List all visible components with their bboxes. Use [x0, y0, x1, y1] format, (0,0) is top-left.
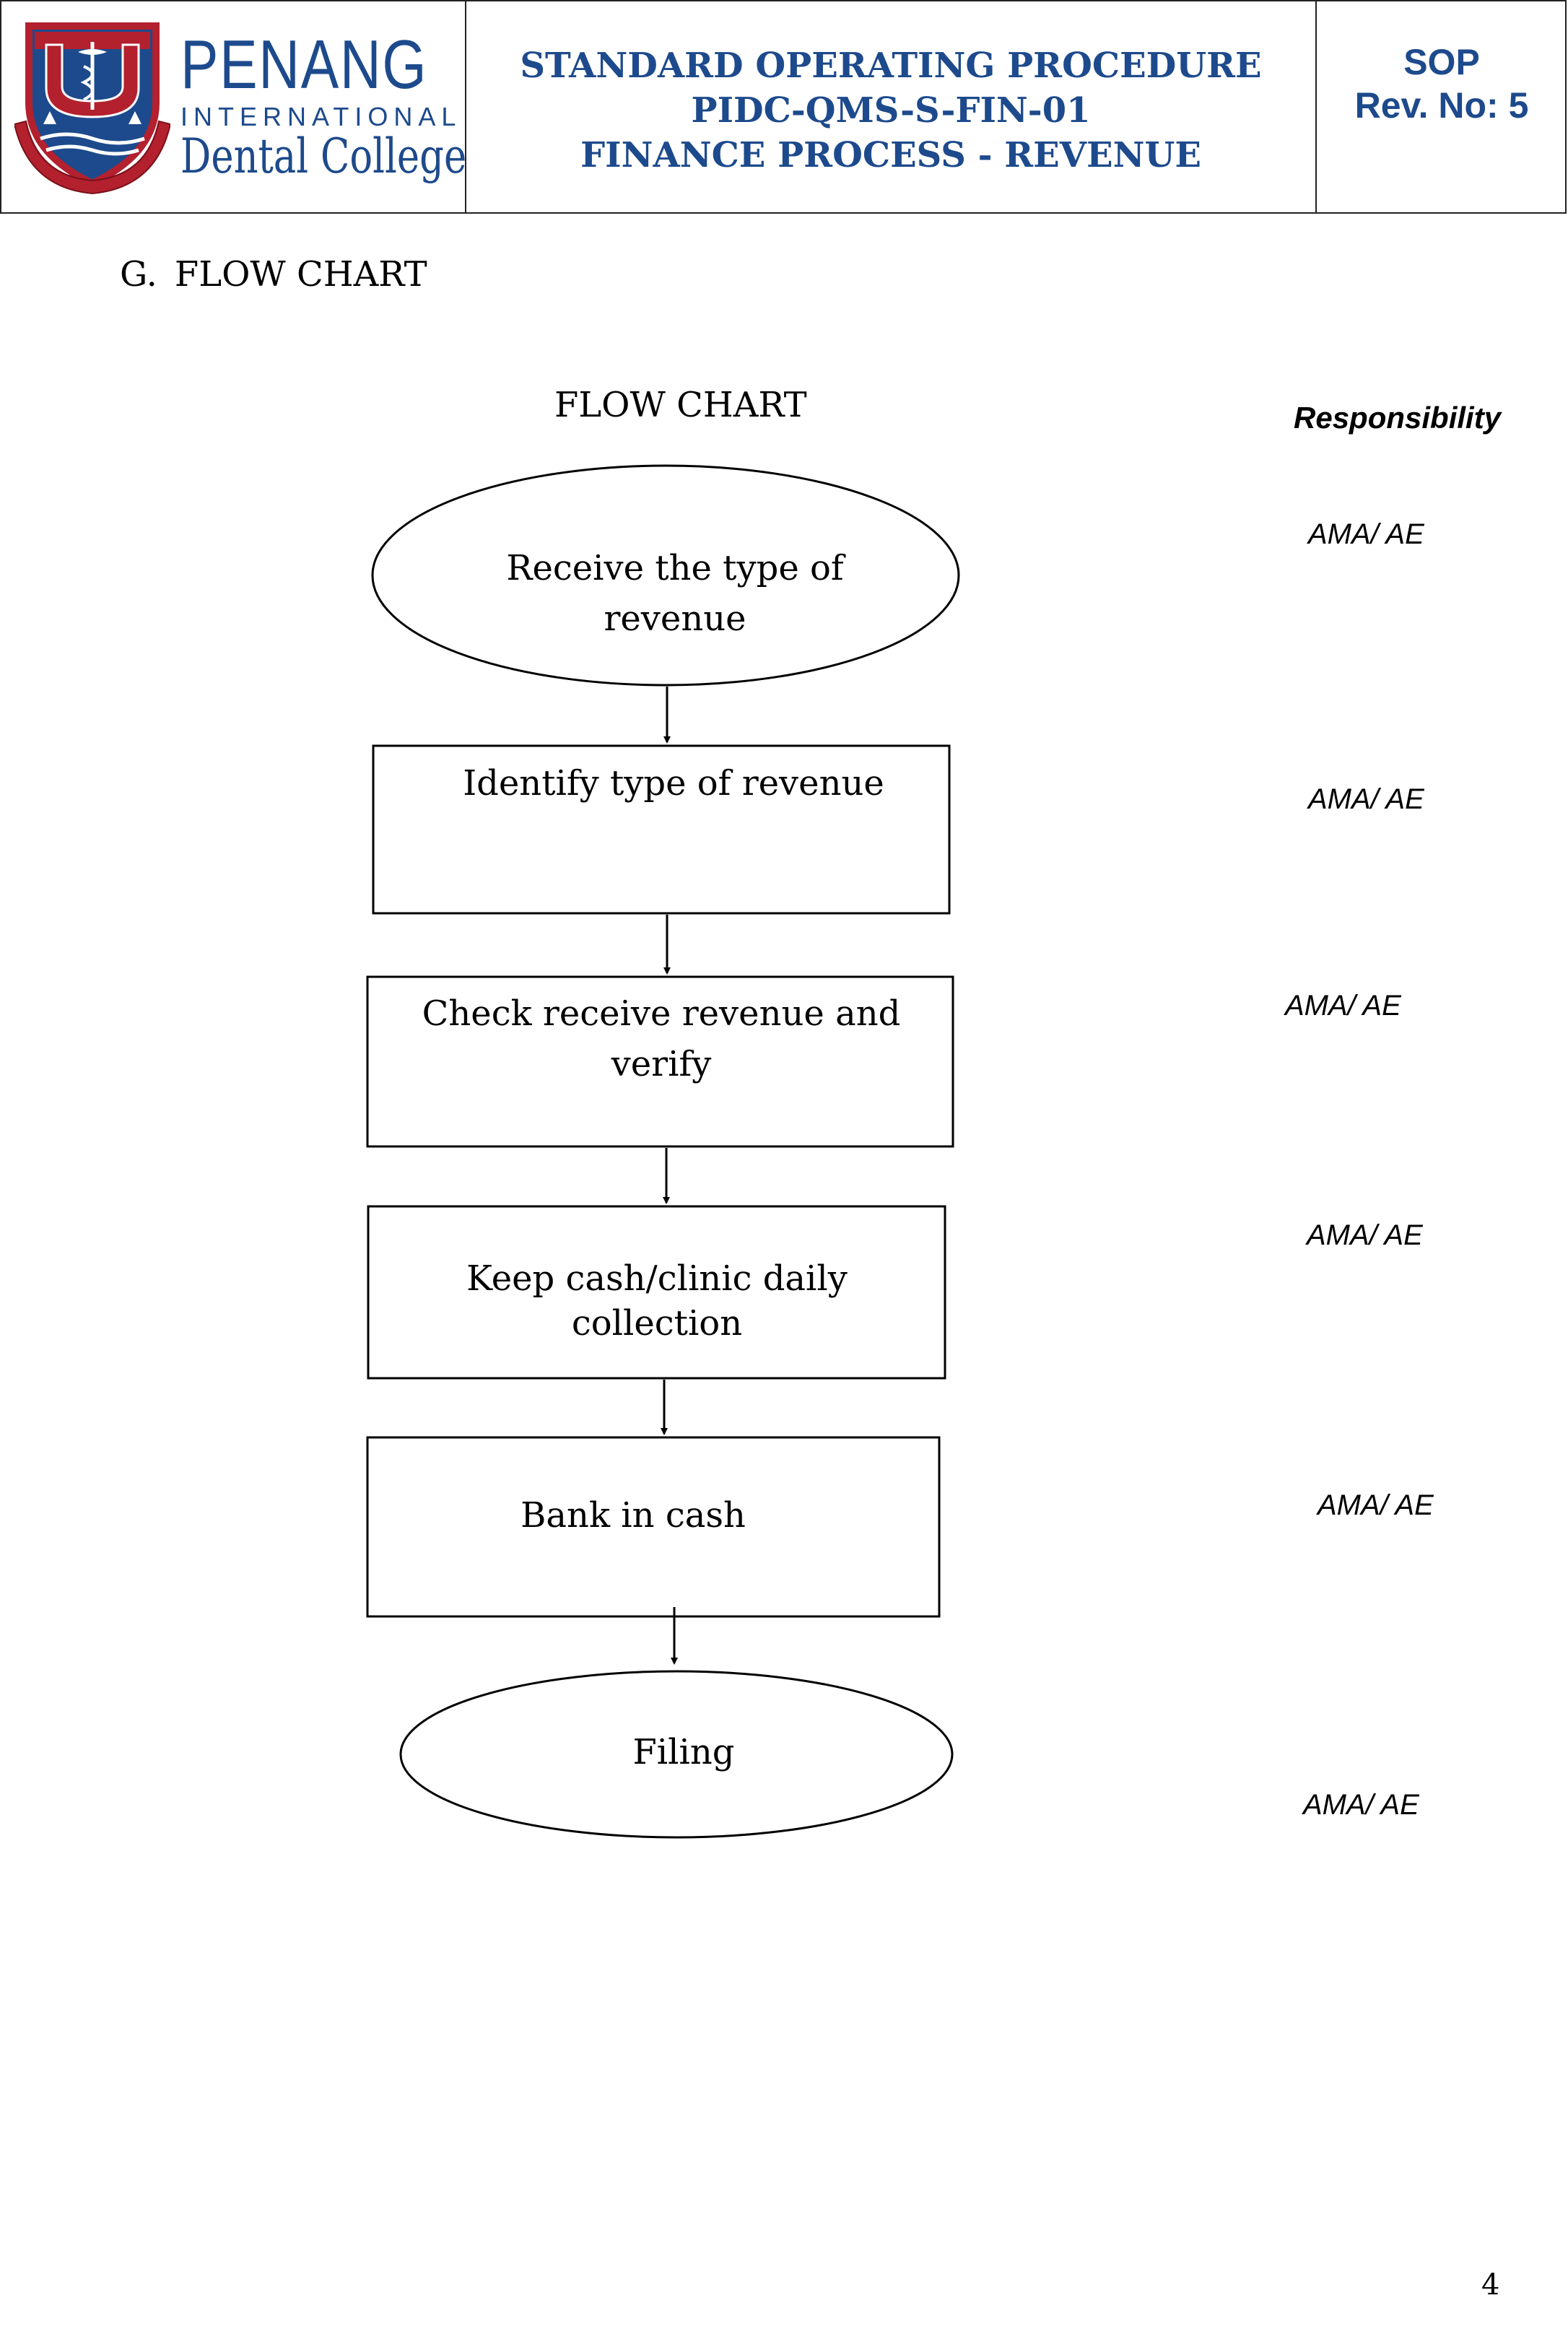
college-name: PENANG INTERNATIONAL Dental College: [180, 30, 538, 182]
responsibility-step-2: AMA/ AE: [1308, 783, 1424, 815]
college-name-line1: PENANG: [180, 26, 428, 103]
section-letter: G.: [120, 254, 157, 295]
flow-node-end-ellipse: [399, 1670, 954, 1839]
revision-number: Rev. No: 5: [1354, 85, 1529, 126]
document-subject: FINANCE PROCESS - REVENUE: [580, 135, 1201, 175]
flow-node-bank-box: [366, 1436, 941, 1618]
responsibility-step-1: AMA/ AE: [1308, 518, 1424, 550]
college-name-line3: Dental College: [180, 129, 467, 184]
document-title-line1: STANDARD OPERATING PROCEDURE: [520, 45, 1262, 86]
responsibility-step-6: AMA/ AE: [1303, 1789, 1419, 1821]
document-code: PIDC-QMS-S-FIN-01: [691, 90, 1091, 131]
document-title: STANDARD OPERATING PROCEDURE PIDC-QMS-S-…: [466, 43, 1315, 178]
flow-node-start-ellipse: [371, 464, 960, 687]
flow-node-text-line: Identify type of revenue: [463, 763, 884, 804]
header-title-cell: STANDARD OPERATING PROCEDURE PIDC-QMS-S-…: [466, 1, 1317, 212]
college-crest-logo: [14, 22, 170, 195]
responsibility-step-3: AMA/ AE: [1285, 990, 1401, 1022]
responsibility-step-5: AMA/ AE: [1317, 1489, 1434, 1521]
college-name-line2: INTERNATIONAL: [180, 102, 462, 131]
flow-node-text-line: Filing: [632, 1732, 735, 1772]
responsibility-heading: Responsibility: [1294, 401, 1502, 435]
header-logo-cell: PENANG INTERNATIONAL Dental College: [1, 1, 466, 212]
section-title: FLOW CHART: [174, 254, 427, 295]
flow-node-text-line: Check receive revenue and: [422, 993, 901, 1034]
flow-node-text-check: Check receive revenue and verify: [373, 988, 950, 1089]
section-heading: G. FLOW CHART: [120, 254, 427, 295]
revision-block: SOP Rev. No: 5: [1317, 40, 1567, 127]
flow-node-text-line: verify: [611, 1044, 712, 1084]
flow-node-text-line: Bank in cash: [521, 1495, 746, 1536]
flow-node-text-receive: Receive the type of revenue: [449, 543, 901, 644]
flow-node-text-identify: Identify type of revenue: [385, 758, 962, 809]
flow-chart-title: FLOW CHART: [554, 385, 807, 425]
document-header: PENANG INTERNATIONAL Dental College STAN…: [0, 0, 1567, 214]
doc-type-label: SOP: [1403, 42, 1480, 82]
flow-node-text-filing: Filing: [395, 1727, 972, 1777]
page-number: 4: [1481, 2268, 1500, 2302]
flow-node-text-keep-cash: Keep cash/clinic daily collection: [368, 1256, 946, 1346]
flow-node-text-line: Receive the type of: [506, 548, 844, 588]
responsibility-step-4: AMA/ AE: [1307, 1219, 1423, 1251]
flow-node-text-line: Keep cash/clinic daily: [466, 1258, 848, 1299]
flow-node-keep-cash-box: [367, 1205, 946, 1380]
flow-node-text-line: revenue: [604, 598, 746, 639]
flow-node-check-box: [366, 975, 954, 1148]
flow-node-text-line: collection: [571, 1303, 743, 1344]
flow-node-identify-box: [372, 744, 951, 915]
flow-node-text-bank: Bank in cash: [344, 1490, 922, 1541]
header-revision-cell: SOP Rev. No: 5: [1317, 1, 1567, 212]
